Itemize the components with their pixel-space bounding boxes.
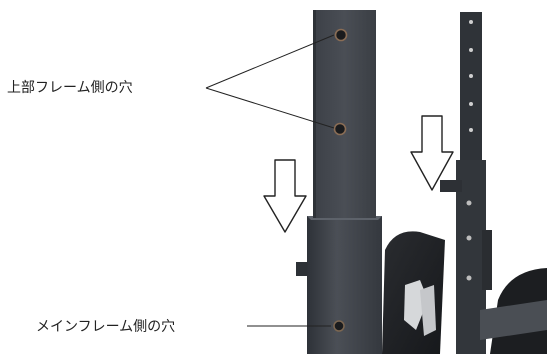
main-frame-hole-label: メインフレーム側の穴 (36, 319, 176, 335)
bench-pad (382, 231, 445, 354)
upper-frame (313, 10, 376, 218)
upper-frame-holes-label: 上部フレーム側の穴 (7, 80, 133, 96)
leader-lines (205, 34, 335, 327)
background-rack-post (440, 12, 547, 354)
down-arrow-icon (263, 159, 307, 233)
down-arrow-icon (410, 115, 454, 191)
main-frame (296, 216, 382, 354)
